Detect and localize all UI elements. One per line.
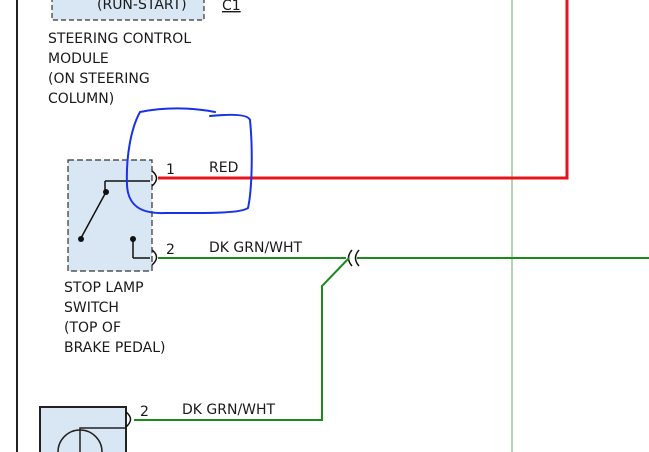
module-name-line-4: COLUMN) xyxy=(48,91,114,107)
switch-name-line-3: (TOP OF xyxy=(64,320,121,336)
steering-control-module-box xyxy=(51,0,205,21)
module-partial-label: (RUN-START) xyxy=(97,0,187,13)
switch-name-line-4: BRAKE PEDAL) xyxy=(64,340,165,356)
pin-1-connector xyxy=(151,170,158,187)
splice-connector-left xyxy=(347,249,353,267)
module-name-line-2: MODULE xyxy=(48,51,109,67)
switch-name-line-1: STOP LAMP xyxy=(64,280,144,296)
switch-blade xyxy=(80,191,107,239)
annotation-circle xyxy=(125,107,253,215)
module-name-line-3: (ON STEERING xyxy=(48,71,150,87)
lower-pin-2-connector xyxy=(125,411,132,428)
pin-1-label: 1 xyxy=(166,162,175,178)
switch-box xyxy=(67,159,153,272)
lower-component: 2 xyxy=(39,404,149,452)
stop-lamp-switch: 1 2 STOP LAMP SWITCH (TOP OF BRAKE PEDAL… xyxy=(64,159,175,356)
red-wire xyxy=(158,0,569,180)
module-name-line-1: STEERING CONTROL xyxy=(48,31,191,47)
dk-grn-wht-wire-branch xyxy=(134,257,350,421)
lower-component-lead xyxy=(79,427,126,452)
pin-2-label: 2 xyxy=(166,242,175,258)
steering-control-module: (RUN-START) C1 STEERING CONTROL MODULE (… xyxy=(48,0,241,107)
red-wire-label: RED xyxy=(209,160,238,176)
dk-grn-wht-upper-label: DK GRN/WHT xyxy=(209,240,303,256)
splice-connector-right xyxy=(354,249,360,267)
pin-2-connector xyxy=(151,249,158,266)
connector-label-c1: C1 xyxy=(222,0,241,14)
lower-pin-2-label: 2 xyxy=(140,404,149,420)
dk-grn-wht-lower-label: DK GRN/WHT xyxy=(182,402,276,418)
switch-name-line-2: SWITCH xyxy=(64,300,119,316)
switch-contact-left xyxy=(78,236,84,242)
